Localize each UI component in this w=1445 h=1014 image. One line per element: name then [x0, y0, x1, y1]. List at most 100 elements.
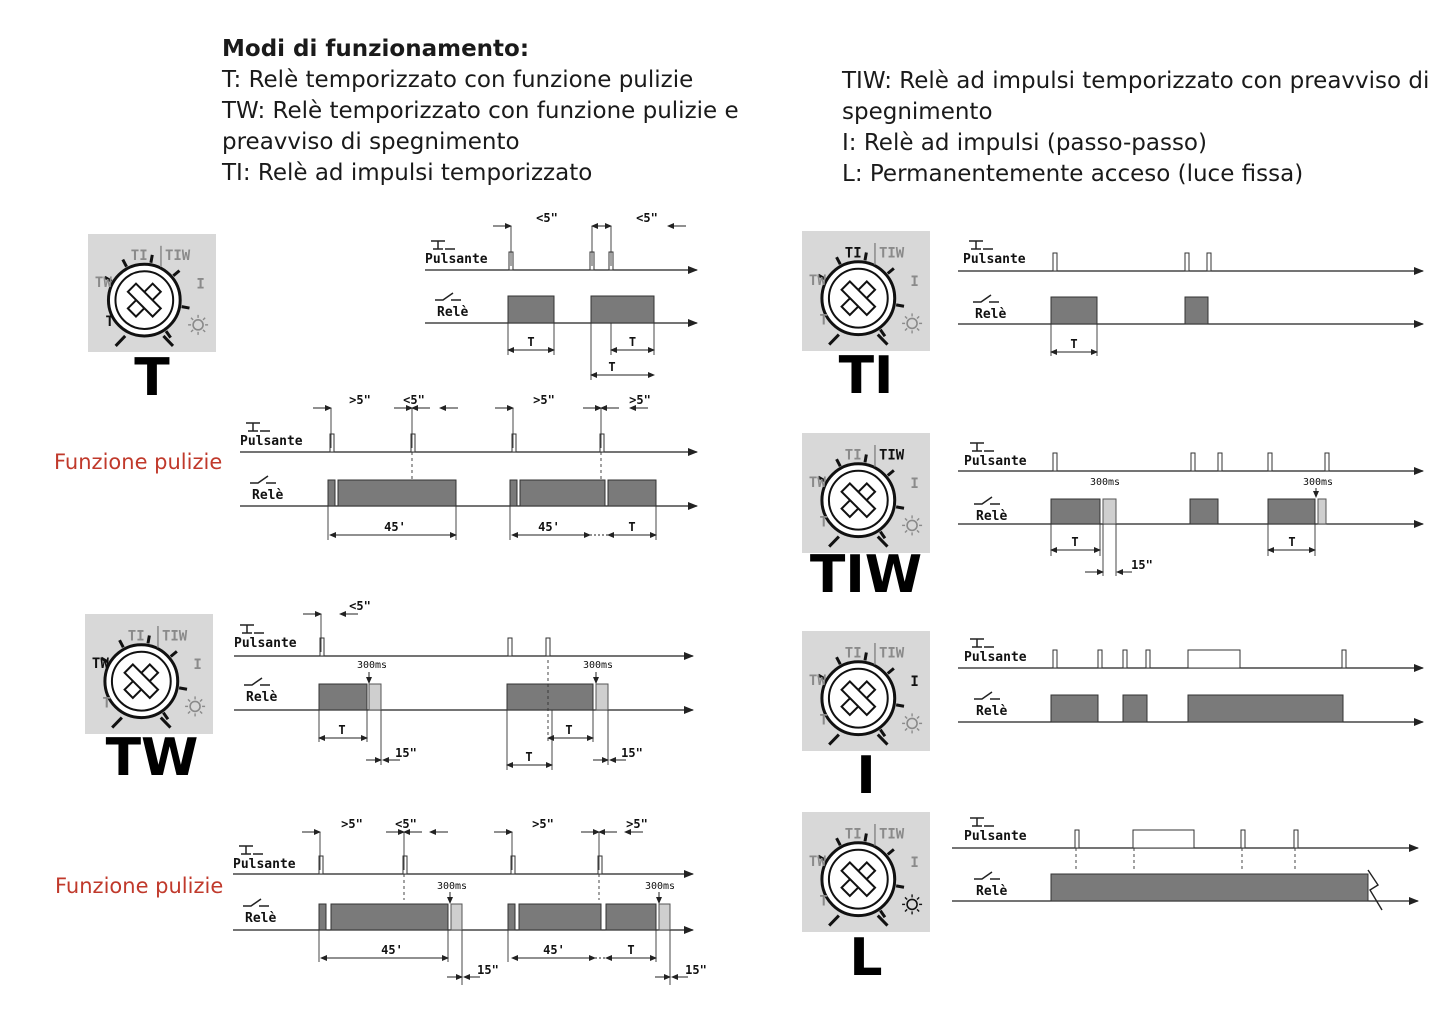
dial-tick: [828, 333, 840, 346]
timing-label: T: [525, 750, 532, 764]
mode-letter-tiw: TIW: [809, 545, 923, 605]
dial-label-ti: TI: [845, 245, 862, 261]
button-pulse: [1341, 649, 1347, 669]
relay-on-block: [318, 683, 368, 711]
timing-label: 300ms: [1303, 477, 1333, 488]
button-pulse: [1187, 649, 1241, 669]
rele-label: Relè: [252, 488, 283, 503]
light-icon-ray: [916, 727, 920, 731]
light-icon-ray: [190, 317, 194, 321]
relay-on-block: [1187, 694, 1344, 723]
timing-label: 45': [543, 943, 565, 957]
button-pulse: [1145, 649, 1151, 669]
relay-on-block: [330, 903, 449, 931]
intro-left: Modi di funzionamento: T: Relè temporizz…: [222, 34, 739, 189]
dial-tick: [817, 854, 826, 862]
relay-on-block: [327, 479, 336, 507]
dial-tick: [879, 909, 887, 919]
light-icon-ray: [916, 715, 920, 719]
pulsante-label: Pulsante: [964, 454, 1027, 469]
dial-tick: [863, 252, 868, 261]
dial-tick: [828, 535, 840, 548]
dial-cross: [840, 861, 877, 898]
button-pulse: [1206, 252, 1212, 272]
relay-contact-symbol-icon: [244, 677, 270, 686]
dial-tick: [886, 848, 895, 856]
timing-label: >5": [341, 817, 363, 831]
button-pulse: [1324, 452, 1330, 472]
pushbutton-symbol-icon: [970, 817, 994, 827]
relay-on-block: [507, 295, 555, 324]
dial-label-i: I: [910, 274, 918, 290]
dial-tick: [886, 267, 895, 275]
intro-line: I: Relè ad impulsi (passo-passo): [842, 130, 1207, 156]
light-icon-ray: [904, 715, 908, 719]
button-pulse: [1240, 829, 1246, 849]
dial-tick: [828, 914, 840, 927]
relay-contact-symbol-icon: [974, 496, 1000, 505]
button-pulse: [1184, 252, 1190, 272]
dial-tick: [876, 535, 889, 548]
dial-tick: [835, 656, 842, 665]
intro-line: preavviso di spegnimento: [222, 129, 520, 155]
pulsante-label: Pulsante: [964, 829, 1027, 844]
relay-on-block: [509, 479, 518, 507]
dial-label-t: T: [820, 894, 828, 910]
dial-tick: [164, 330, 172, 339]
dial-tick: [828, 733, 840, 746]
light-icon-ray: [202, 317, 206, 321]
dial-tick: [863, 652, 868, 661]
dial-tick: [181, 305, 190, 310]
dial-tick: [835, 256, 842, 265]
pulsante-label: Pulsante: [234, 636, 297, 651]
relay-on-block: [605, 903, 657, 931]
light-icon-ray: [916, 908, 920, 912]
relay-on-block: [318, 903, 327, 931]
relay-contact-symbol-icon: [973, 294, 999, 303]
dial-tick: [879, 728, 887, 738]
timing-label: >5": [626, 817, 648, 831]
timing-label: T: [527, 335, 534, 349]
relay-on-block: [1184, 296, 1209, 325]
dial-label-tiw: TIW: [879, 447, 905, 463]
dial-cross: [123, 663, 160, 700]
timing-label: 45': [384, 520, 406, 534]
intro-line: L: Permanentemente acceso (luce fissa): [842, 161, 1304, 187]
intro-line: T: Relè temporizzato con funzione pulizi…: [222, 67, 694, 93]
light-icon-ray: [187, 698, 191, 702]
timing-label: 300ms: [437, 881, 467, 892]
rele-label: Relè: [437, 305, 468, 320]
button-pulse: [319, 637, 325, 657]
button-pulse: [1293, 829, 1299, 849]
button-pulse: [545, 637, 551, 657]
button-pulse: [511, 433, 517, 453]
relay-on-block: [607, 479, 657, 507]
relay-warning-block: [595, 683, 609, 711]
button-pulse: [1097, 649, 1103, 669]
timing-label: T: [1070, 337, 1077, 351]
dial-tick: [114, 334, 127, 347]
cleaning-function-label: Funzione pulizie: [54, 450, 223, 474]
timing-label: 300ms: [583, 660, 613, 671]
dial-label-i: I: [910, 855, 918, 871]
button-pulse: [318, 855, 324, 875]
light-icon: [906, 317, 918, 330]
mode-letter-i: I: [856, 746, 876, 806]
dial-cross: [840, 280, 877, 317]
light-icon-ray: [916, 896, 920, 900]
pushbutton-symbol-icon: [246, 422, 270, 432]
button-pulse: [507, 637, 513, 657]
dial-tick: [835, 837, 842, 846]
break-symbol: [1367, 869, 1383, 911]
intro-heading: Modi di funzionamento:: [222, 36, 530, 62]
dial-label-t: T: [820, 515, 828, 531]
dial-label-ti: TI: [845, 447, 862, 463]
button-pulse: [1052, 649, 1058, 669]
button-pulse: [1052, 252, 1058, 272]
light-icon-ray: [904, 517, 908, 521]
dial-label-tw: TW: [809, 475, 826, 491]
light-icon-ray: [916, 517, 920, 521]
relay-on-block: [1050, 296, 1098, 325]
